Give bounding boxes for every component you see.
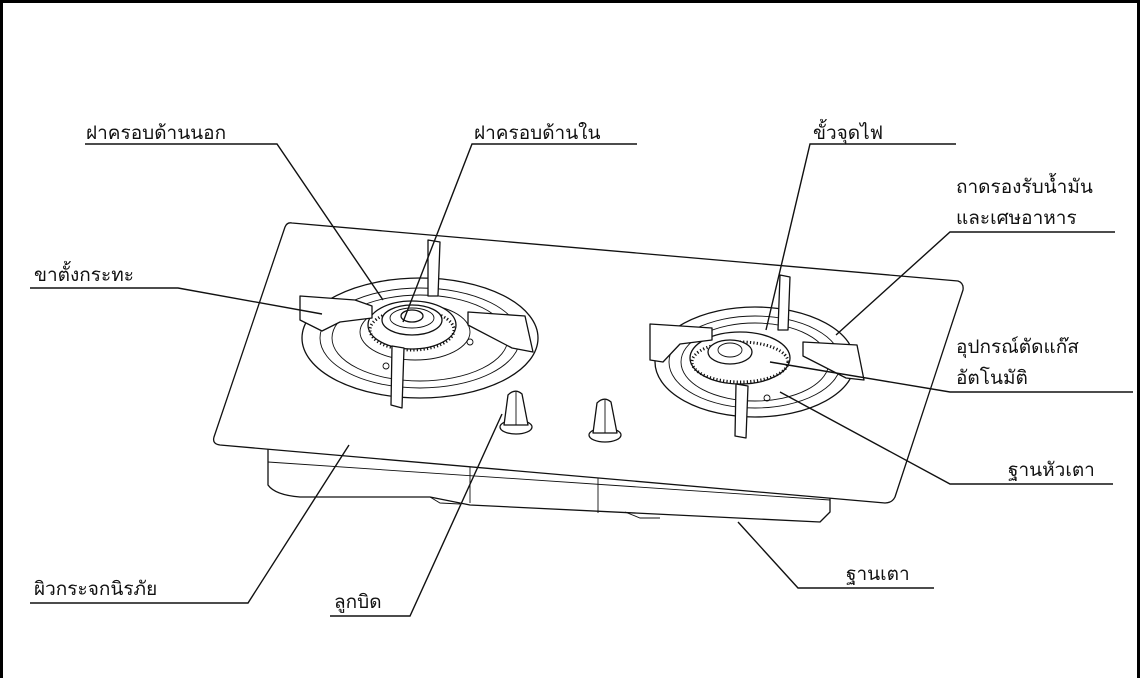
- label-outer-cap: ฝาครอบด้านนอก: [86, 122, 226, 144]
- label-drip-tray-line2: และเศษอาหาร: [956, 207, 1077, 229]
- label-drip-tray-line1: ถาดรองรับน้ำมัน: [956, 173, 1093, 198]
- leader-inner-cap: [402, 143, 637, 323]
- leader-drip-tray: [835, 231, 1115, 336]
- label-glass-surface: ผิวกระจกนิรภัย: [34, 578, 157, 600]
- leader-glass-surface: [30, 444, 350, 604]
- label-flame-failure-line2: อัตโนมัติ: [956, 366, 1028, 389]
- label-burner-base: ฐานหัวเตา: [1008, 459, 1095, 481]
- leader-stove-base: [737, 521, 934, 589]
- label-stove-base: ฐานเตา: [846, 563, 910, 585]
- labels: ฝาครอบด้านนอก ฝาครอบด้านใน ขั้วจุดไฟ ถาด…: [34, 119, 1095, 613]
- leader-burner-base: [779, 391, 1113, 485]
- leader-outer-cap: [85, 143, 384, 301]
- label-igniter: ขั้วจุดไฟ: [813, 119, 883, 145]
- right-knob: [588, 398, 622, 443]
- right-burner: [649, 274, 865, 439]
- label-inner-cap: ฝาครอบด้านใน: [474, 122, 600, 144]
- leader-flame-failure: [769, 361, 1133, 393]
- left-burner: [299, 239, 539, 409]
- stove-base: [267, 444, 831, 523]
- label-pan-support: ขาตั้งกระทะ: [34, 261, 134, 286]
- leader-pan-support: [30, 287, 323, 315]
- leader-lines: [30, 143, 1133, 617]
- label-knob: ลูกบิด: [334, 591, 382, 613]
- label-flame-failure-line1: อุปกรณ์ตัดแก๊ส: [956, 336, 1079, 359]
- leader-knob: [330, 413, 503, 617]
- left-knob: [499, 390, 533, 435]
- leader-igniter: [765, 143, 956, 331]
